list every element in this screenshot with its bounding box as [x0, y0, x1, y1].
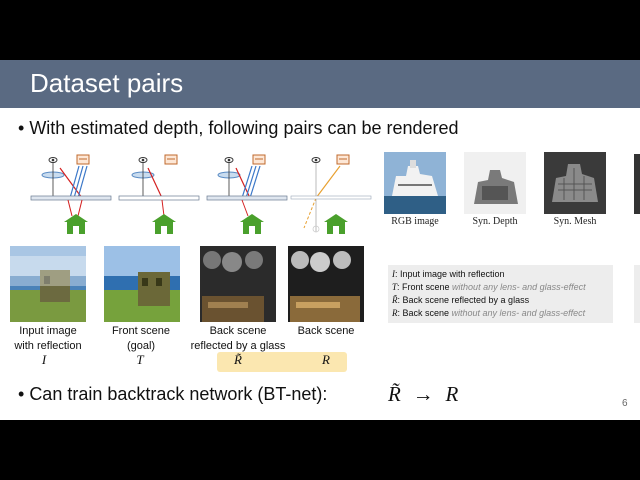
- eye-icon: [138, 157, 148, 163]
- title-bar: Dataset pairs: [0, 60, 640, 108]
- legend-row-T: T: Front scene without any lens- and gla…: [392, 282, 586, 292]
- bullet-text: Can train backtrack network (BT-net):: [29, 384, 328, 404]
- bullet-render-pairs: • With estimated depth, following pairs …: [18, 118, 459, 138]
- bullet-train-btnet: • Can train backtrack network (BT-net):: [18, 384, 328, 404]
- symbol-I: I: [41, 352, 47, 367]
- camera-icon: [336, 154, 350, 165]
- image-syn-mesh: [544, 152, 606, 214]
- caption-front-scene: Front scene (goal): [111, 325, 171, 352]
- symbol-R: R: [322, 352, 330, 367]
- eye-icon: [311, 157, 321, 163]
- legend-row-I: I: Input image with reflection: [392, 269, 505, 279]
- formula: R̃ → R: [388, 382, 458, 407]
- house-icon: [240, 214, 264, 234]
- image-syn-depth: [464, 152, 526, 214]
- photo-input-image: [10, 246, 86, 322]
- caption-back-scene: Back scene: [297, 325, 355, 337]
- caption-syn-mesh: Syn. Mesh: [553, 216, 597, 227]
- diagram-front-scene: [118, 154, 200, 234]
- diagram-back-scene: [290, 154, 372, 234]
- camera-icon: [164, 154, 178, 165]
- bullet-text: With estimated depth, following pairs ca…: [29, 118, 459, 138]
- caption-back-scene-reflected: Back scene reflected by a glass: [190, 325, 286, 352]
- photo-back-scene-reflected: [200, 246, 276, 322]
- slide-title: Dataset pairs: [30, 68, 184, 98]
- eye-icon: [48, 157, 58, 163]
- camera-icon: [76, 154, 90, 165]
- diagram-back-scene-reflected: [206, 154, 288, 234]
- photo-front-scene: [104, 246, 180, 322]
- caption-rgb-image: RGB image: [391, 216, 439, 227]
- highlight-band: [217, 352, 347, 372]
- house-icon: [152, 214, 176, 234]
- cropped-image-edge: [634, 154, 640, 214]
- symbol-R-tilde: R̃: [234, 352, 242, 367]
- symbol-legend: I: Input image with reflection T: Front …: [388, 265, 613, 323]
- formula-lhs: R̃: [388, 382, 401, 406]
- caption-syn-depth: Syn. Depth: [472, 216, 518, 227]
- eye-icon: [224, 157, 234, 163]
- camera-icon: [252, 154, 266, 165]
- cropped-legend-edge: [634, 265, 640, 323]
- legend-row-R: R: Back scene without any lens- and glas…: [392, 308, 586, 318]
- photo-back-scene: [288, 246, 364, 322]
- page-number: 6: [622, 398, 628, 409]
- image-rgb: [384, 152, 446, 214]
- house-icon: [324, 214, 348, 234]
- diagram-input-image: [30, 154, 112, 234]
- symbol-T: T: [136, 352, 144, 367]
- legend-row-R-tilde: R̃: Back scene reflected by a glass: [392, 295, 530, 305]
- slide: Dataset pairs • With estimated depth, fo…: [0, 60, 640, 420]
- arrow-icon: →: [412, 383, 434, 406]
- formula-rhs: R: [445, 382, 459, 406]
- house-icon: [64, 214, 88, 234]
- caption-input-image: Input image with reflection: [14, 325, 82, 352]
